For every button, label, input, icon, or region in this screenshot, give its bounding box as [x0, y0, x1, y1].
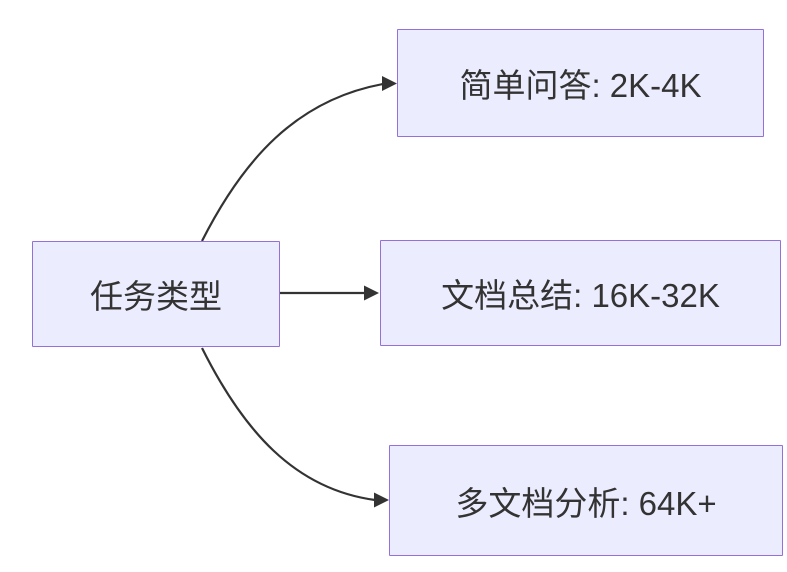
arrowhead-doc-icon — [364, 285, 379, 301]
node-simple-qa: 简单问答: 2K-4K — [397, 29, 764, 137]
node-multidoc-analysis: 多文档分析: 64K+ — [389, 445, 783, 556]
arrowhead-qa-icon — [382, 76, 397, 91]
edge-root-to-qa — [201, 82, 384, 242]
node-task-type: 任务类型 — [32, 241, 280, 347]
node-multidoc-analysis-label: 多文档分析: 64K+ — [455, 484, 717, 522]
node-task-type-label: 任务类型 — [90, 278, 222, 315]
node-simple-qa-label: 简单问答: 2K-4K — [459, 67, 702, 104]
arrowhead-multidoc-icon — [374, 492, 389, 508]
node-doc-summary-label: 文档总结: 16K-32K — [441, 277, 720, 314]
node-doc-summary: 文档总结: 16K-32K — [380, 240, 781, 346]
edge-root-to-multidoc — [201, 347, 376, 502]
